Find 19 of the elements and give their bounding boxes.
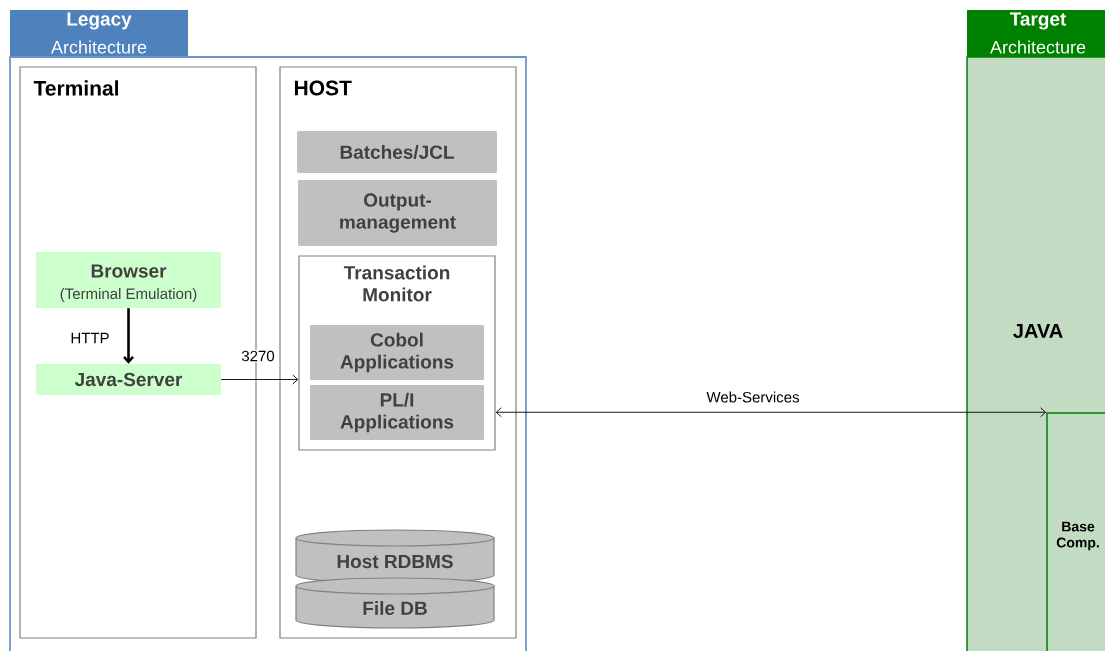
component-box: Base Comp. [1046,412,1105,651]
node-label: Architecture [51,40,147,54]
component-box: Output-management [298,180,497,246]
edge-label: HTTP [69,331,111,345]
arrow [123,308,134,364]
database-cylinder: Host RDBMS [295,529,495,584]
component-box: Cobol Applications [310,325,484,380]
node-label: Architecture [990,40,1086,54]
component-box: Java-Server [36,364,221,395]
component-box: Batches/JCL [297,131,497,173]
edge-label: 3270 [240,349,276,363]
arrow [495,407,1047,418]
component-box: PL/I Applications [310,385,484,440]
node-label: Legacy [67,12,132,30]
node-label: Target [1009,12,1067,30]
edge-label: Web-Services [705,390,801,404]
arrow [220,374,299,385]
component-box: Browser (Terminal Emulation) [36,252,221,308]
database-cylinder: File DB [295,577,495,629]
